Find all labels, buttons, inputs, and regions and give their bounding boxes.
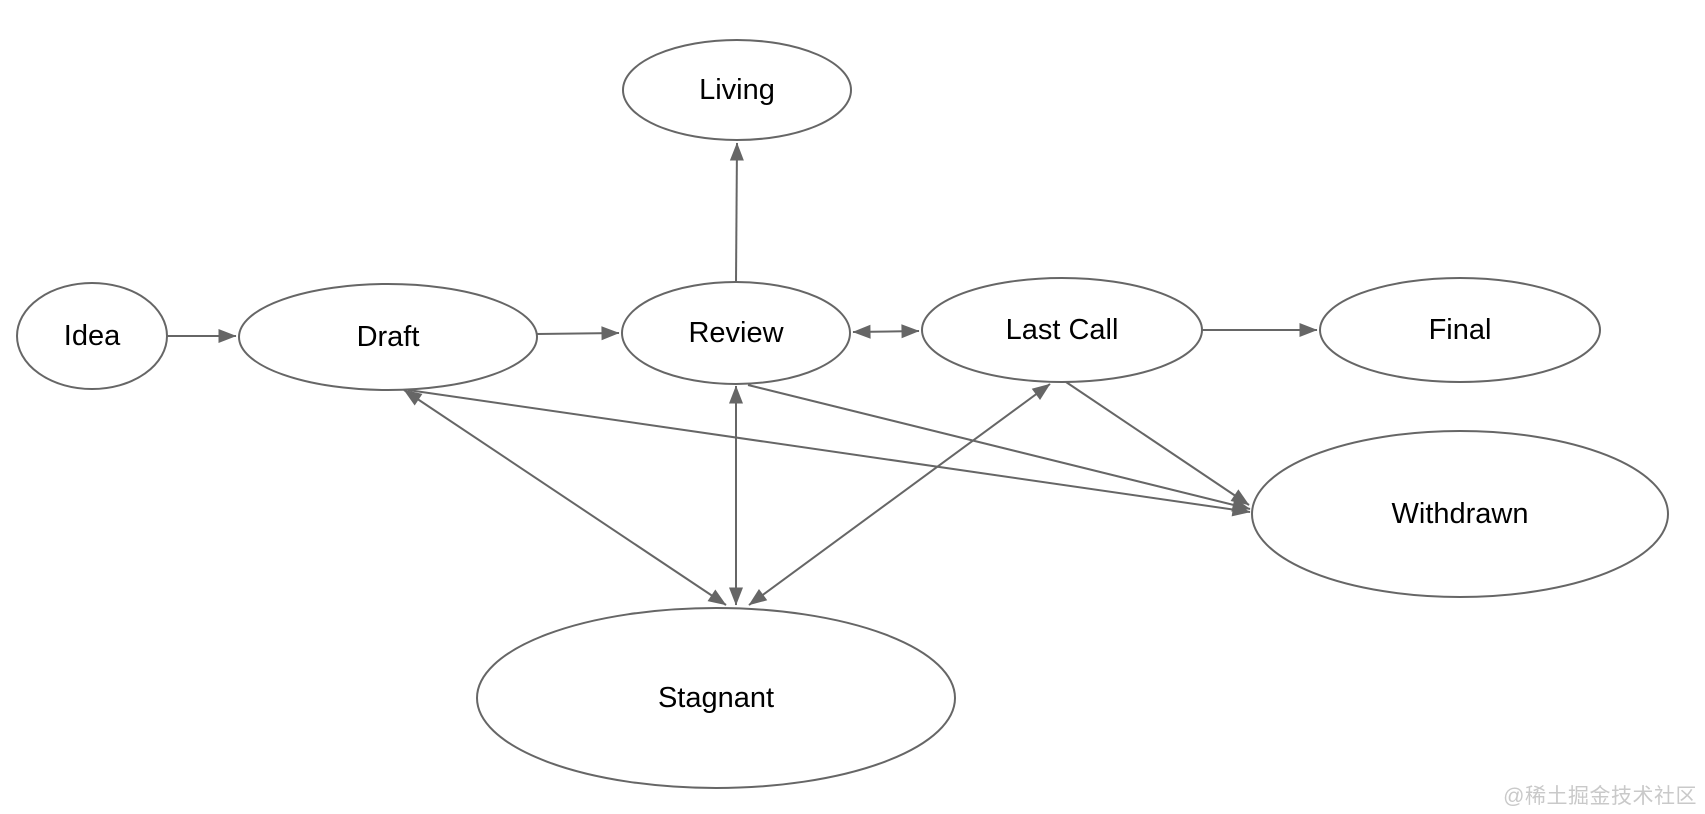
node-last-call-label: Last Call [1006,314,1119,346]
edge-draft-stagnant-bidirectional-arrow [403,389,727,606]
node-living-label: Living [699,74,775,106]
node-idea-label: Idea [64,320,121,352]
node-final-ellipse [1319,277,1601,383]
node-stagnant: Stagnant [476,607,956,789]
node-last-call-ellipse [921,277,1203,383]
node-stagnant-ellipse [476,607,956,789]
edge-review-living-arrow [729,142,744,283]
edge-draft-withdrawn-arrow [407,389,1251,517]
node-draft-ellipse [238,283,538,391]
node-withdrawn: Withdrawn [1251,430,1669,598]
edge-last-call-stagnant-bidirectional-arrow [748,383,1051,606]
node-final: Final [1319,277,1601,383]
edge-draft-review-arrow [536,326,620,341]
node-review-label: Review [688,317,784,349]
edge-last-call-withdrawn-arrow [1065,381,1250,506]
node-living: Living [622,39,852,141]
node-draft-label: Draft [357,321,420,353]
node-review-ellipse [621,281,851,385]
node-idea: Idea [16,282,168,390]
node-review: Review [621,281,851,385]
edge-review-last-call-bidirectional-arrow [852,324,920,339]
node-last-call: Last Call [921,277,1203,383]
node-idea-ellipse [16,282,168,390]
node-living-ellipse [622,39,852,141]
node-final-label: Final [1429,314,1492,346]
node-withdrawn-label: Withdrawn [1392,498,1529,530]
edge-review-withdrawn-arrow [747,384,1251,512]
node-draft: Draft [238,283,538,391]
node-stagnant-label: Stagnant [658,682,774,714]
node-withdrawn-ellipse [1251,430,1669,598]
watermark: @稀土掘金技术社区 [1503,785,1697,808]
